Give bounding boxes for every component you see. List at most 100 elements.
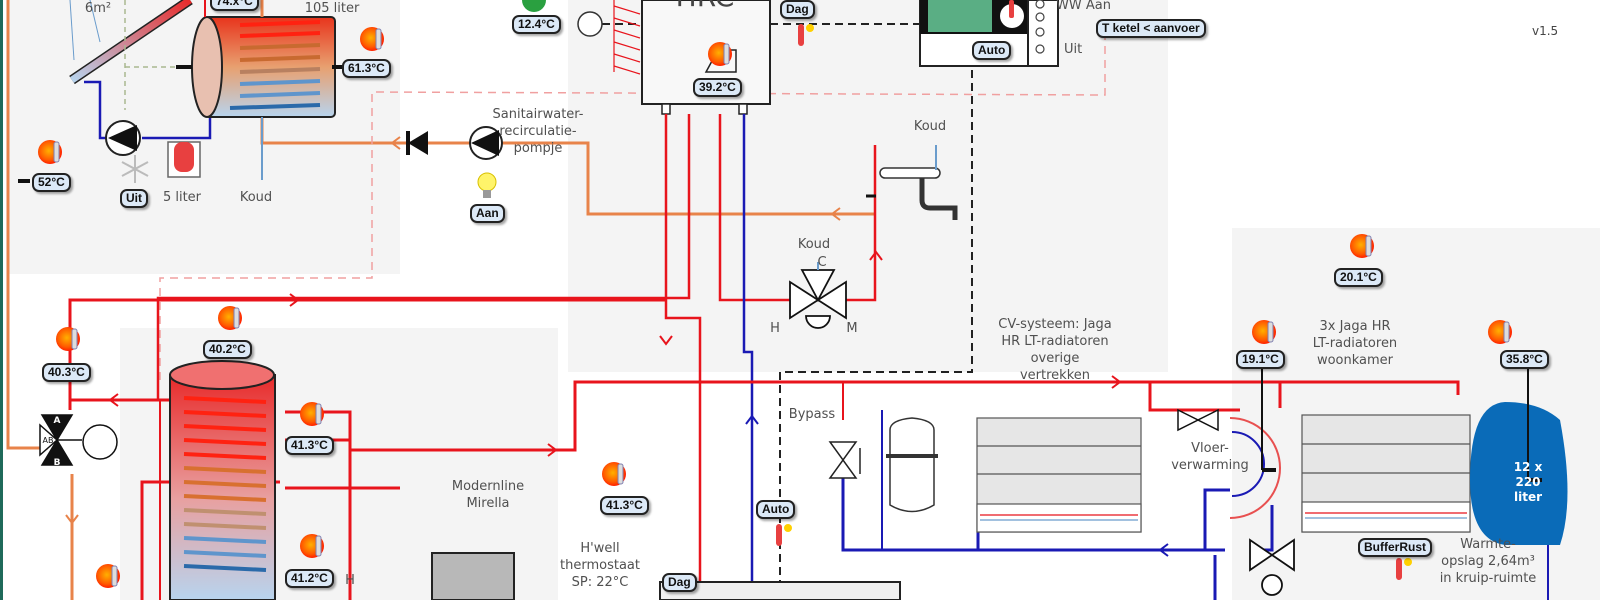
mixer-port-m: M [846,321,858,336]
zone-valve-icon [1249,538,1295,596]
radiator-cv [976,417,1142,533]
temperature-sensor-icon [1252,320,1276,344]
expansion-vessel-small-icon [167,141,201,178]
heating-mode[interactable]: Auto [756,500,796,519]
pipe-mixer-out [835,145,877,302]
storage-temp[interactable]: 35.8°C [1500,350,1549,369]
temperature-sensor-icon [708,42,732,66]
thermostat-mode[interactable]: Dag [662,573,697,592]
temperature-sensor-icon [300,402,324,426]
solar-boiler-volume-label: 105 liter [304,1,360,16]
controller-status[interactable]: T ketel < aanvoer [1096,19,1206,38]
temperature-sensor-icon [218,306,242,330]
storage-tank-label: 12 x 220 liter [1513,460,1543,504]
bypass-label: Bypass [788,407,836,422]
thermometer-day-icon [1396,558,1412,580]
sensor-leads [18,179,1542,482]
pipe-boiler-supply [664,114,702,600]
hrc-boiler [641,0,771,115]
radiator-living [1301,414,1471,533]
buffer-vessel [169,360,276,600]
buffer-port-h: H [345,573,355,588]
recirculation-pump-status[interactable]: Aan [470,204,505,223]
wall-hatch [613,0,641,75]
pipe-mixer-hot [718,114,800,302]
valve-port-b: B [53,458,61,468]
room-thermostat-box [431,552,901,600]
collector-return-temp[interactable]: 52°C [32,173,71,192]
living-radiators-label: 3x Jaga HR LT-radiatoren woonkamer [1312,319,1398,368]
thermometer-day-icon [776,524,792,546]
bypass-valve-icon [828,441,861,479]
solar-boiler [176,0,346,180]
window-edge [0,0,3,600]
thermometer-day-icon [798,24,814,46]
version-label: v1.5 [1532,24,1559,38]
expansion-vessel-volume-label: 5 liter [162,190,202,205]
floor-valve-icon [1177,408,1219,432]
solar-pump-status[interactable]: Uit [120,189,148,208]
temperature-sensor-icon [1350,234,1374,258]
buffer-vessel-title: Modernline Mirella [451,479,525,511]
switch-label-ww-on: WW Aan [1056,0,1111,13]
pipe-dhw-supply [156,114,691,400]
lightbulb-icon [477,172,497,198]
signal-lines-pink [159,30,1106,380]
thermostat-label: H'well thermostaat SP: 22°C [560,541,640,590]
cold-water-label: Koud [239,190,273,205]
temperature-sensor-icon [56,327,80,351]
snowflake-icon [121,155,149,183]
floor-heating-loop [1229,417,1281,519]
recirculation-pump-label: Sanitairwater- recirculatie- pompje [492,107,584,156]
pipe-boiler-return [742,114,754,600]
temperature-sensor-icon [96,564,120,588]
mixer-port-c: C [817,255,827,270]
valve-port-ab: AB [42,436,54,445]
boiler-mode-badge[interactable]: Dag [780,0,815,19]
room-temp[interactable]: 20.1°C [1334,268,1383,287]
buffer-lower-temp[interactable]: 41.2°C [285,569,334,588]
buffer-upper-temp[interactable]: 41.3°C [285,436,334,455]
mixing-valve-icon [789,269,847,329]
check-valve-icon [406,131,428,155]
storage-tank [1470,402,1568,545]
controller-thermometer-icon [1009,0,1014,18]
solar-collector [69,0,193,110]
boiler-temp[interactable]: 39.2°C [693,78,742,97]
floor-heating-label: Vloer- verwarming [1171,441,1249,473]
threeway-valve-temp[interactable]: 40.3°C [42,363,91,382]
cv-system-label: CV-systeem: Jaga HR LT-radiatoren overig… [998,317,1112,383]
mixer-port-h: H [770,321,780,336]
controller-mode[interactable]: Auto [972,41,1012,60]
floor-heating-temp[interactable]: 19.1°C [1236,350,1285,369]
living-supply-temp[interactable]: 41.3°C [600,496,649,515]
recirculation-pump-icon [469,126,503,160]
temperature-sensor-icon [38,140,62,164]
temperature-sensor-icon [1488,320,1512,344]
solar-boiler-top-temp[interactable]: 74.x°C [210,0,259,11]
flow-arrows [108,250,1122,457]
valve-port-a: A [53,416,61,426]
storage-status[interactable]: BufferRust [1358,538,1432,557]
storage-label: Warmte- opslag 2,64m³ in kruip-ruimte [1439,537,1537,586]
temperature-sensor-icon [602,462,626,486]
tap-cold-label: Koud [913,119,947,134]
threeway-valve-icon [39,414,118,466]
outdoor-sensor-icon [577,11,603,37]
controller-unit [919,0,1059,67]
solar-boiler-temp[interactable]: 61.3°C [342,59,391,78]
boiler-title: HRC [660,0,750,12]
outdoor-temp[interactable]: 12.4°C [512,15,561,34]
outdoor-sensor-cold-icon [522,0,546,12]
temperature-sensor-icon [360,27,384,51]
buffer-top-temp[interactable]: 40.2°C [203,340,252,359]
switch-label-off: Uit [1064,42,1083,57]
pipe-tapwater-left [6,0,48,450]
faucet-icon [879,167,958,220]
collector-area-label: 6m² [84,1,112,16]
solar-pump-icon [105,120,141,156]
mixer-cold-label: Koud [797,237,831,252]
expansion-vessel-icon [886,417,938,513]
